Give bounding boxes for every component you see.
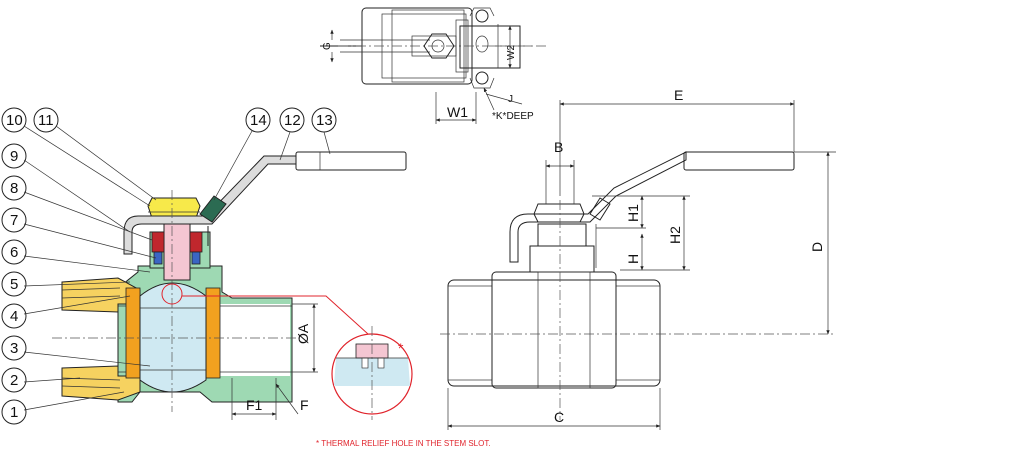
dim-k-deep: *K*DEEP: [492, 111, 534, 122]
balloon-1: 1: [1, 391, 125, 425]
svg-text:14: 14: [250, 112, 267, 129]
svg-text:12: 12: [284, 112, 301, 129]
dim-w1: W1: [447, 104, 468, 120]
dim-h2: H2: [667, 226, 683, 244]
svg-text:13: 13: [316, 112, 333, 129]
stem-packing: [151, 231, 165, 253]
part-callouts: 10 11 9 8 7 6 5 4 3 2 1 14 12 13: [1, 107, 337, 425]
svg-text:7: 7: [10, 212, 18, 229]
balloon-14: 14: [213, 107, 271, 201]
asterisk-mark: *: [398, 340, 404, 356]
svg-text:9: 9: [10, 148, 18, 165]
dim-g: G: [322, 42, 333, 50]
stem-nut: [147, 197, 201, 219]
balloon-10: 10: [1, 107, 151, 207]
balloon-4: 4: [1, 295, 131, 329]
balloon-11: 11: [33, 107, 157, 201]
balloon-6: 6: [1, 239, 151, 273]
dim-e: E: [674, 87, 683, 103]
balloon-9: 9: [1, 143, 131, 233]
section-view: ØA F1 F: [52, 151, 407, 420]
balloon-13: 13: [311, 107, 337, 155]
svg-text:2: 2: [10, 372, 18, 389]
svg-text:1: 1: [10, 404, 18, 421]
side-view: E B H1 H H2 D C: [440, 87, 836, 430]
dim-c: C: [554, 409, 564, 425]
dim-d: D: [809, 242, 825, 252]
balloon-7: 7: [1, 207, 157, 259]
balloon-8: 8: [1, 175, 153, 241]
balloon-12: 12: [279, 107, 305, 161]
dim-h1: H1: [625, 204, 641, 222]
dim-j: J: [508, 94, 513, 105]
svg-text:4: 4: [10, 308, 18, 325]
top-view: G W2 W1 J *K*DEEP: [320, 7, 548, 124]
svg-text:10: 10: [6, 112, 23, 129]
locking-device: [199, 195, 227, 223]
dim-w2: W2: [506, 45, 517, 60]
balloon-2: 2: [1, 367, 81, 393]
handle-grip: [295, 151, 407, 171]
thermal-relief-note: * THERMAL RELIEF HOLE IN THE STEM SLOT.: [316, 439, 491, 448]
dim-h: H: [625, 254, 641, 264]
svg-text:8: 8: [10, 180, 18, 197]
balloon-3: 3: [1, 335, 151, 367]
svg-text:3: 3: [10, 340, 18, 357]
thrust-washer: [153, 251, 163, 265]
ball: [139, 282, 207, 393]
thermal-relief-detail: *: [331, 326, 413, 420]
svg-text:11: 11: [38, 112, 54, 129]
svg-text:5: 5: [10, 276, 18, 293]
dim-f: F: [300, 397, 309, 413]
dim-diameter-a: ØA: [295, 323, 311, 344]
dim-f1: F1: [246, 397, 263, 413]
stem: [163, 217, 191, 281]
balloon-5: 5: [1, 271, 131, 297]
svg-text:6: 6: [10, 244, 18, 261]
dim-b: B: [554, 139, 563, 155]
